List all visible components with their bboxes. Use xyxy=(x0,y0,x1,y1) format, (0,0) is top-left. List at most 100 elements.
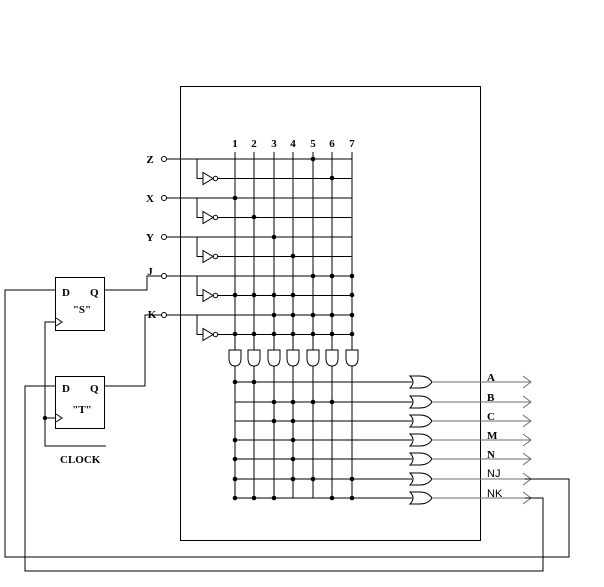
inverter-bubble-icon xyxy=(212,175,219,182)
or-connection-dot xyxy=(349,495,355,501)
flipflop-s-q-label: Q xyxy=(90,287,99,299)
and-connection-dot xyxy=(290,292,296,298)
and-connection-dot xyxy=(310,273,316,279)
inverter-icon xyxy=(202,210,214,225)
inverter-tap-wire xyxy=(196,198,203,218)
or-connection-dot xyxy=(290,399,296,405)
and-gate-icon xyxy=(228,349,242,367)
flipflop-t-body xyxy=(55,376,105,429)
and-connection-dot xyxy=(329,175,335,181)
output-arrow-icon xyxy=(522,375,532,389)
and-array xyxy=(228,152,359,367)
and-connection-dot xyxy=(251,214,257,220)
or-gate-icon xyxy=(408,375,433,389)
and-connection-dot xyxy=(310,331,316,337)
and-gate-icon xyxy=(247,349,261,367)
or-connection-dot xyxy=(329,495,335,501)
clock-label: CLOCK xyxy=(60,454,101,466)
and-connection-dot xyxy=(232,292,238,298)
inverter-icon xyxy=(202,288,214,303)
and-connection-dot xyxy=(329,331,335,337)
column-label: 1 xyxy=(232,138,238,150)
column-label: 6 xyxy=(329,138,335,150)
column-label: 5 xyxy=(310,138,316,150)
or-connection-dot xyxy=(232,379,238,385)
inverter-icon xyxy=(202,171,214,186)
and-connection-dot xyxy=(310,312,316,318)
and-gate-icon xyxy=(286,349,300,367)
inverter-tap-wire xyxy=(196,237,203,257)
or-gate-icon xyxy=(408,414,433,428)
or-connection-dot xyxy=(232,476,238,482)
t-q-to-k-wire xyxy=(105,314,162,387)
and-connection-dot xyxy=(349,312,355,318)
and-connection-dot xyxy=(251,292,257,298)
inverter-tap-wire xyxy=(196,276,203,296)
or-connection-dot xyxy=(271,418,277,424)
or-connection-dot xyxy=(271,399,277,405)
inverter-icon xyxy=(202,249,214,264)
chip-boundary xyxy=(180,86,481,541)
or-connection-dot xyxy=(232,437,238,443)
inverter-bubble-icon xyxy=(212,331,219,338)
input-pin-x xyxy=(161,195,167,201)
flipflop-s-d-label: D xyxy=(62,287,70,299)
flipflop-t-clock-marker xyxy=(55,413,63,423)
or-connection-dot xyxy=(329,399,335,405)
output-arrow-icon xyxy=(522,395,532,409)
flipflop-t-q-label: Q xyxy=(90,383,99,395)
output-label-a: A xyxy=(487,372,495,384)
and-connection-dot xyxy=(232,195,238,201)
or-connection-dot xyxy=(349,476,355,482)
and-connection-dot xyxy=(290,331,296,337)
flipflop-t: D Q "T" xyxy=(55,376,105,429)
or-connection-dot xyxy=(251,379,257,385)
or-connection-dot xyxy=(310,399,316,405)
or-gate-icon xyxy=(408,452,433,466)
flipflop-s-body xyxy=(55,277,105,331)
input-pin-y xyxy=(161,234,167,240)
and-connection-dot xyxy=(290,312,296,318)
or-connection-dot xyxy=(251,495,257,501)
or-connection-dot xyxy=(290,437,296,443)
input-pin-k xyxy=(161,312,167,318)
input-wiring xyxy=(166,158,352,342)
and-gate-icon xyxy=(306,349,320,367)
and-connection-dot xyxy=(329,273,335,279)
and-connection-dot xyxy=(251,331,257,337)
input-pins xyxy=(161,156,167,318)
or-gate-icon xyxy=(408,395,433,409)
s-q-to-j-wire xyxy=(105,275,162,291)
output-label-m: M xyxy=(487,430,498,442)
or-connection-dot xyxy=(271,495,277,501)
or-connection-dot xyxy=(290,418,296,424)
inverter-icon xyxy=(202,327,214,342)
input-pin-j xyxy=(161,273,167,279)
and-connection-dot xyxy=(271,292,277,298)
nj-feedback-wire xyxy=(4,289,570,558)
and-connection-dot xyxy=(349,273,355,279)
output-arrow-icon xyxy=(522,433,532,447)
flipflop-t-d-label: D xyxy=(62,383,70,395)
flipflop-t-name: "T" xyxy=(72,404,92,416)
output-labels: A B C M N NJ NK xyxy=(487,372,503,500)
and-connection-dot xyxy=(349,292,355,298)
or-gate-icon xyxy=(408,433,433,447)
or-array xyxy=(232,366,532,505)
input-label-y: Y xyxy=(146,232,154,244)
and-connection-dot xyxy=(290,253,296,259)
clock-wire xyxy=(44,321,106,447)
input-label-x: X xyxy=(146,193,154,205)
and-connection-dot xyxy=(271,312,277,318)
input-pin-z xyxy=(161,156,167,162)
input-label-j: J xyxy=(147,266,153,278)
column-label: 2 xyxy=(251,138,257,150)
and-connection-dot xyxy=(232,331,238,337)
and-gate-icon xyxy=(325,349,339,367)
or-connection-dot xyxy=(310,476,316,482)
flipflop-s-clock-marker xyxy=(55,317,63,327)
and-connection-dot xyxy=(329,312,335,318)
column-labels: 1 2 3 4 5 6 7 xyxy=(232,138,355,150)
and-connection-dot xyxy=(271,331,277,337)
